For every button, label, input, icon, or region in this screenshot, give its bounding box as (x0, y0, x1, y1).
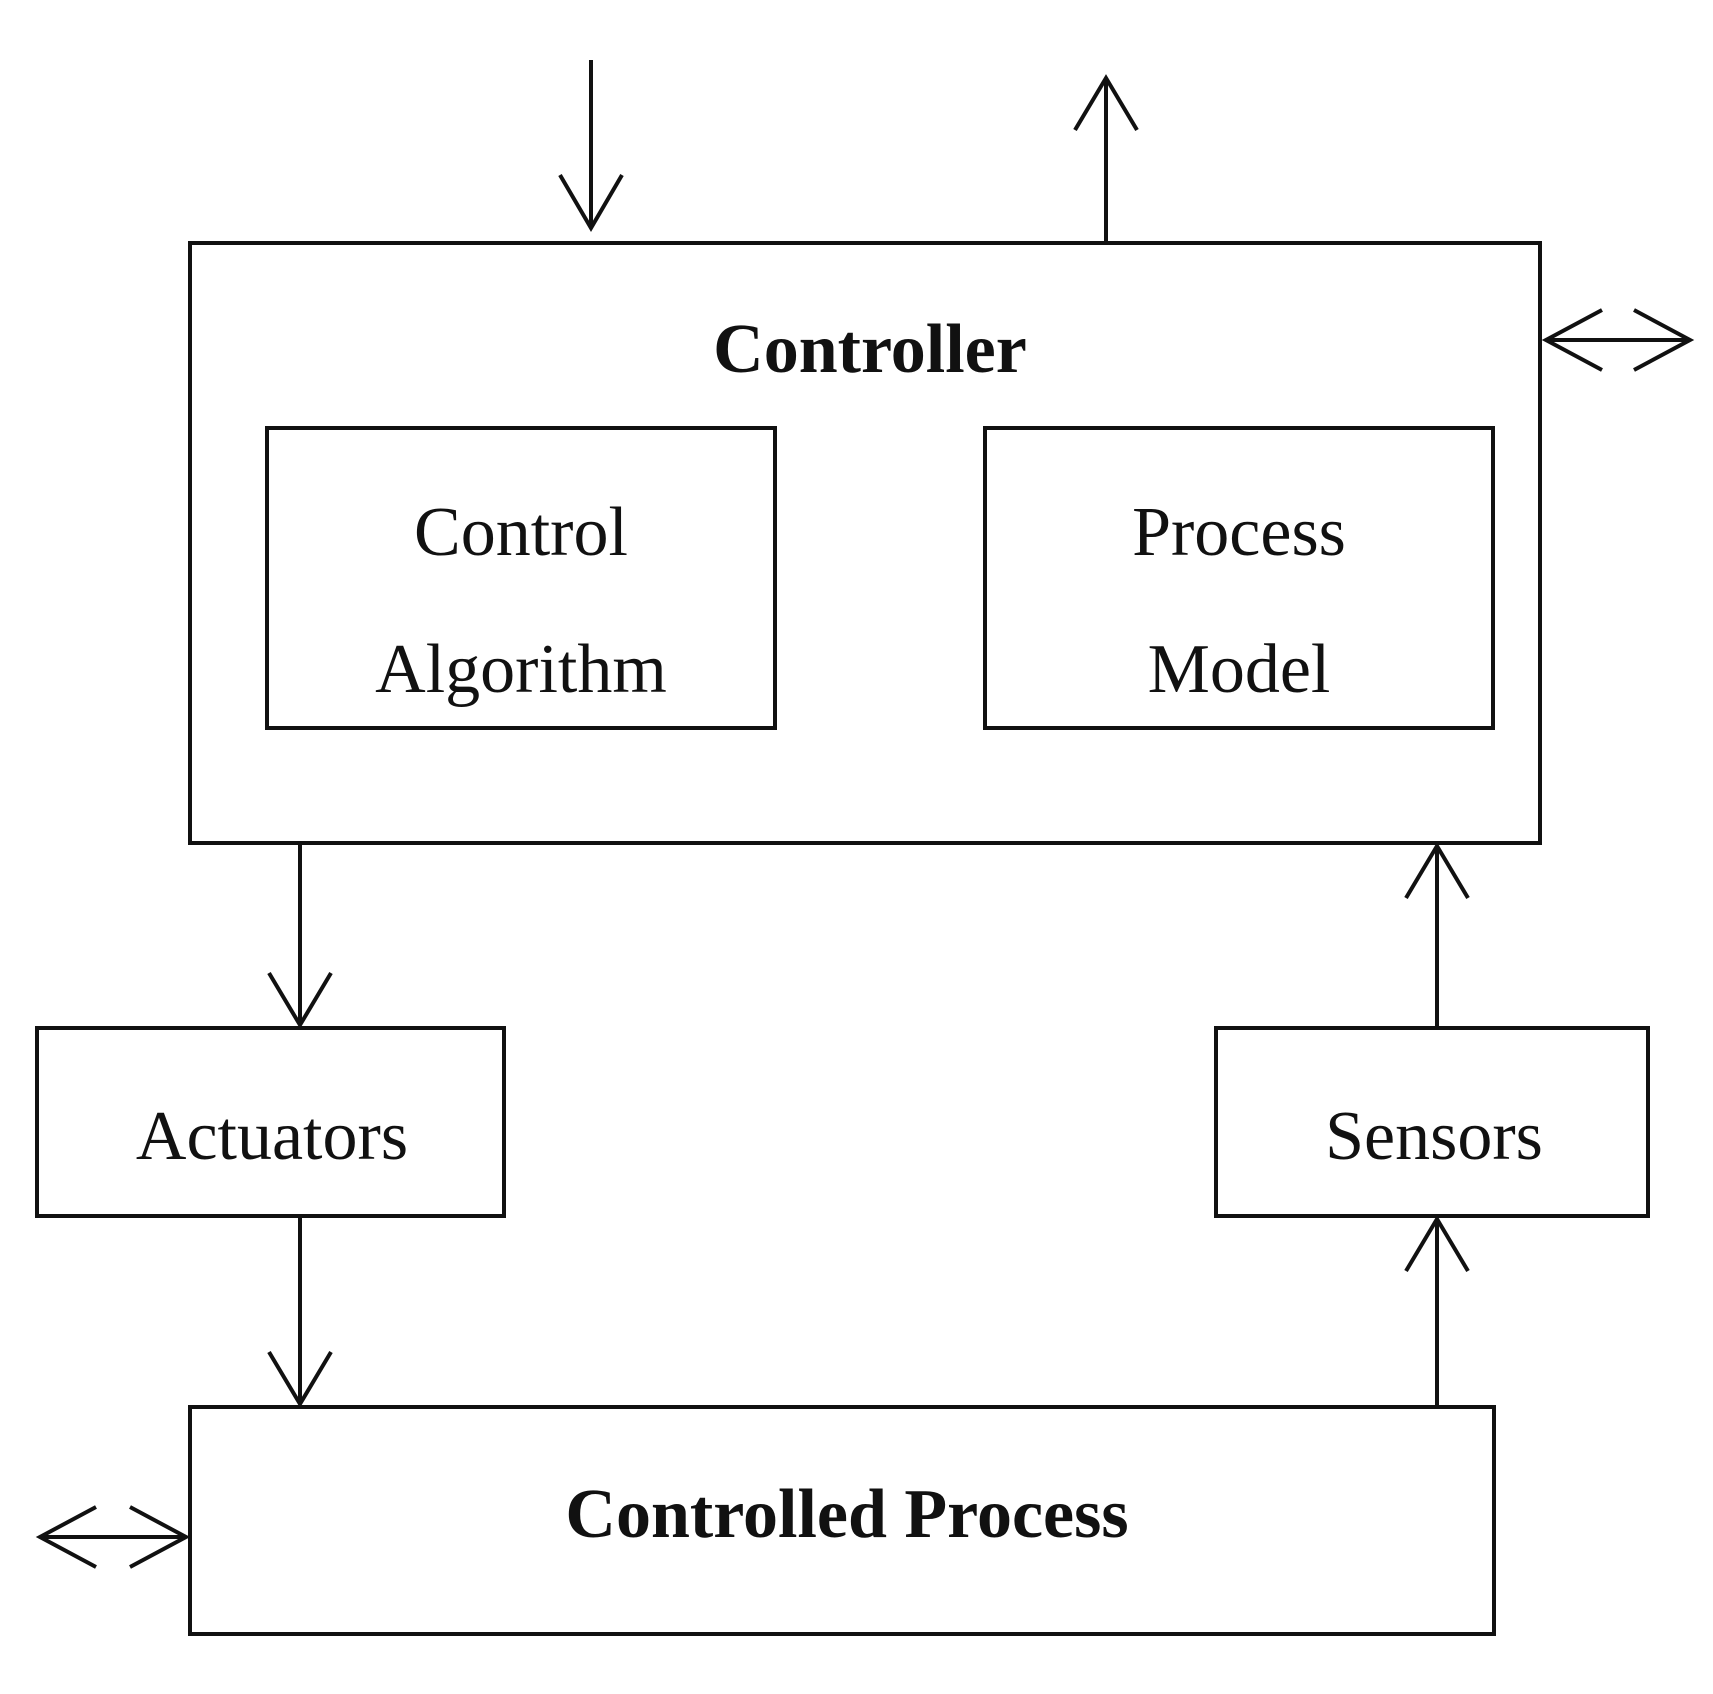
actuators-to-process-arrow (267, 1216, 333, 1408)
sensors-box (1214, 1026, 1650, 1218)
controller-to-actuators-arrow (267, 843, 333, 1029)
process-bidirectional-arrow (35, 1505, 191, 1569)
process-model-label-line1: Process (1132, 494, 1346, 571)
sensors-to-controller-arrow (1404, 842, 1470, 1028)
controlled-process-label: Controlled Process (565, 1476, 1128, 1553)
sensors-label: Sensors (1325, 1098, 1543, 1175)
actuators-box (35, 1026, 506, 1218)
controller-input-arrow (558, 60, 624, 232)
control-algorithm-box (265, 426, 777, 730)
control-algorithm-label-line1: Control (414, 494, 628, 571)
process-to-sensors-arrow (1404, 1215, 1470, 1407)
actuators-label: Actuators (136, 1098, 408, 1175)
controlled-process-box (188, 1405, 1496, 1636)
controller-output-arrow (1073, 74, 1139, 243)
control-algorithm-label-line2: Algorithm (375, 631, 667, 708)
process-model-box (983, 426, 1495, 730)
controller-label: Controller (713, 311, 1027, 388)
controller-bidirectional-arrow (1541, 308, 1695, 372)
process-model-label-line2: Model (1148, 631, 1331, 708)
